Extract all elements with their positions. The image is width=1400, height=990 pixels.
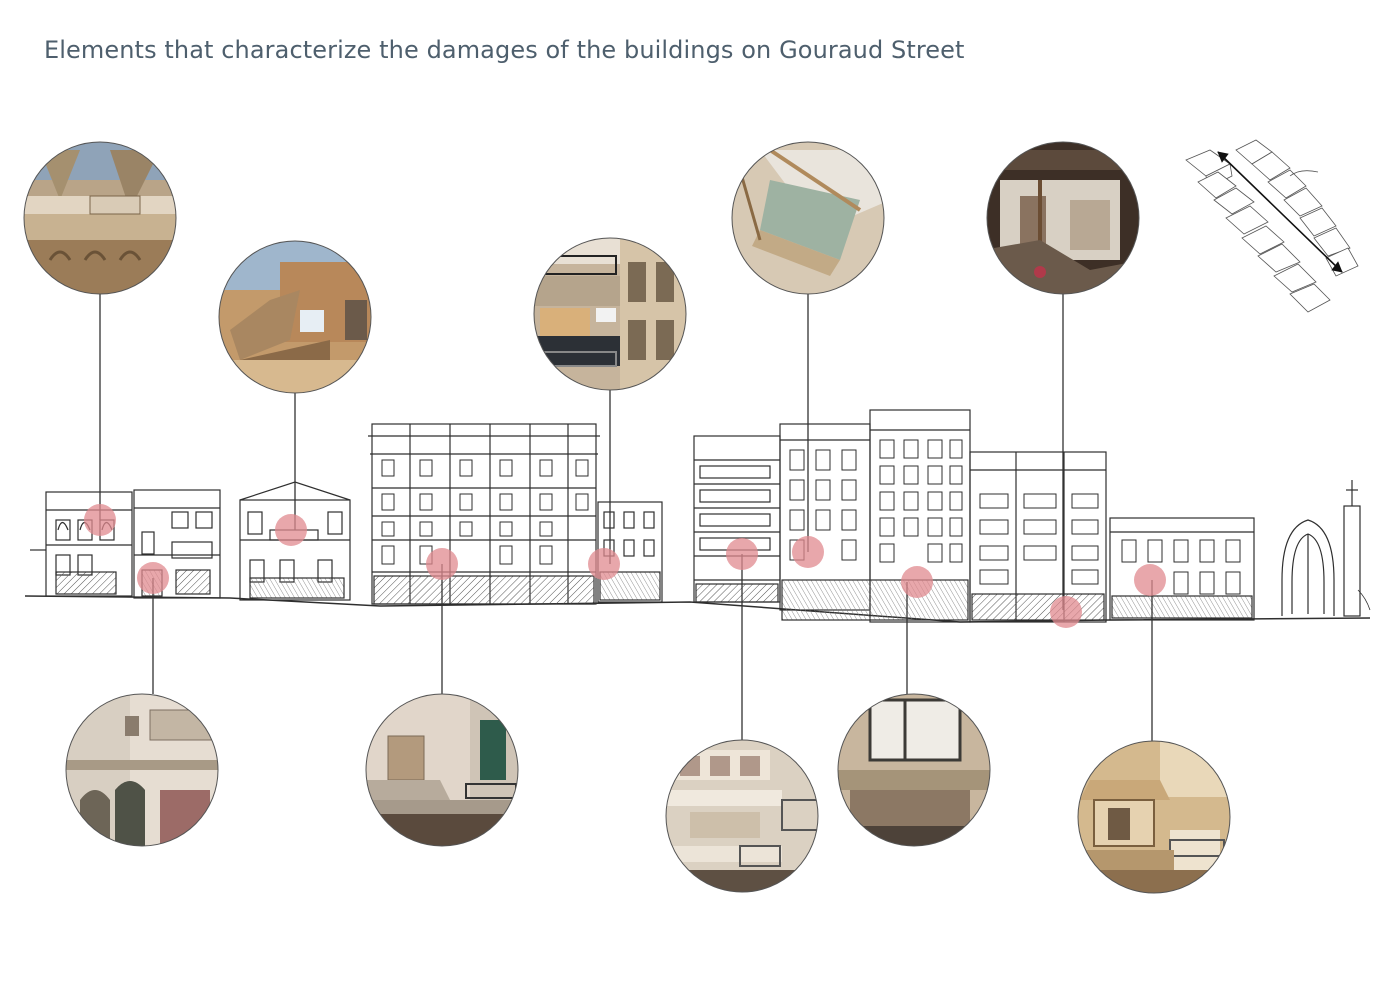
callout-circle-6 xyxy=(665,739,819,893)
callout-circle-3 xyxy=(218,240,372,394)
damage-marker-6 xyxy=(726,538,758,570)
damage-marker-8 xyxy=(901,566,933,598)
damage-marker-2 xyxy=(137,562,169,594)
callout-circle-5 xyxy=(533,237,687,391)
callout-photo-4 xyxy=(366,694,518,846)
street-axonometric-map-icon xyxy=(1185,139,1359,313)
callout-circle-9 xyxy=(986,141,1140,295)
damage-marker-9 xyxy=(1050,596,1082,628)
callout-circle-4 xyxy=(365,693,519,847)
callout-circle-1 xyxy=(23,141,177,295)
callout-photo-3 xyxy=(219,241,371,393)
street-elevation-sketch xyxy=(24,409,1371,623)
callout-photo-2 xyxy=(66,694,218,846)
building-f-sketch xyxy=(779,409,971,623)
callout-circle-2 xyxy=(65,693,219,847)
building-e-sketch xyxy=(693,435,781,603)
callout-photo-1 xyxy=(24,142,176,294)
damage-marker-1 xyxy=(84,504,116,536)
callout-photo-7 xyxy=(732,142,884,294)
damage-marker-5 xyxy=(588,548,620,580)
callout-photo-5 xyxy=(534,238,686,390)
callout-photo-6 xyxy=(666,740,818,892)
church-sketch xyxy=(1281,480,1371,617)
page-title: Elements that characterize the damages o… xyxy=(44,36,965,64)
map-street-axis xyxy=(1217,151,1343,273)
callout-circle-8 xyxy=(837,693,991,847)
building-h-sketch xyxy=(1109,517,1255,621)
callout-photo-8 xyxy=(838,694,990,846)
callout-photo-10 xyxy=(1078,741,1230,893)
callout-circle-10 xyxy=(1077,740,1231,894)
damage-markers xyxy=(84,504,1166,628)
damage-marker-7 xyxy=(792,536,824,568)
building-g-sketch xyxy=(969,451,1107,623)
damage-marker-4 xyxy=(426,548,458,580)
building-c-sketch xyxy=(368,423,600,605)
leader-lines xyxy=(99,294,1153,741)
callout-photo-9 xyxy=(987,142,1139,294)
damage-marker-3 xyxy=(275,514,307,546)
building-a-sketch xyxy=(30,489,221,599)
damage-marker-10 xyxy=(1134,564,1166,596)
callout-circle-7 xyxy=(731,141,885,295)
